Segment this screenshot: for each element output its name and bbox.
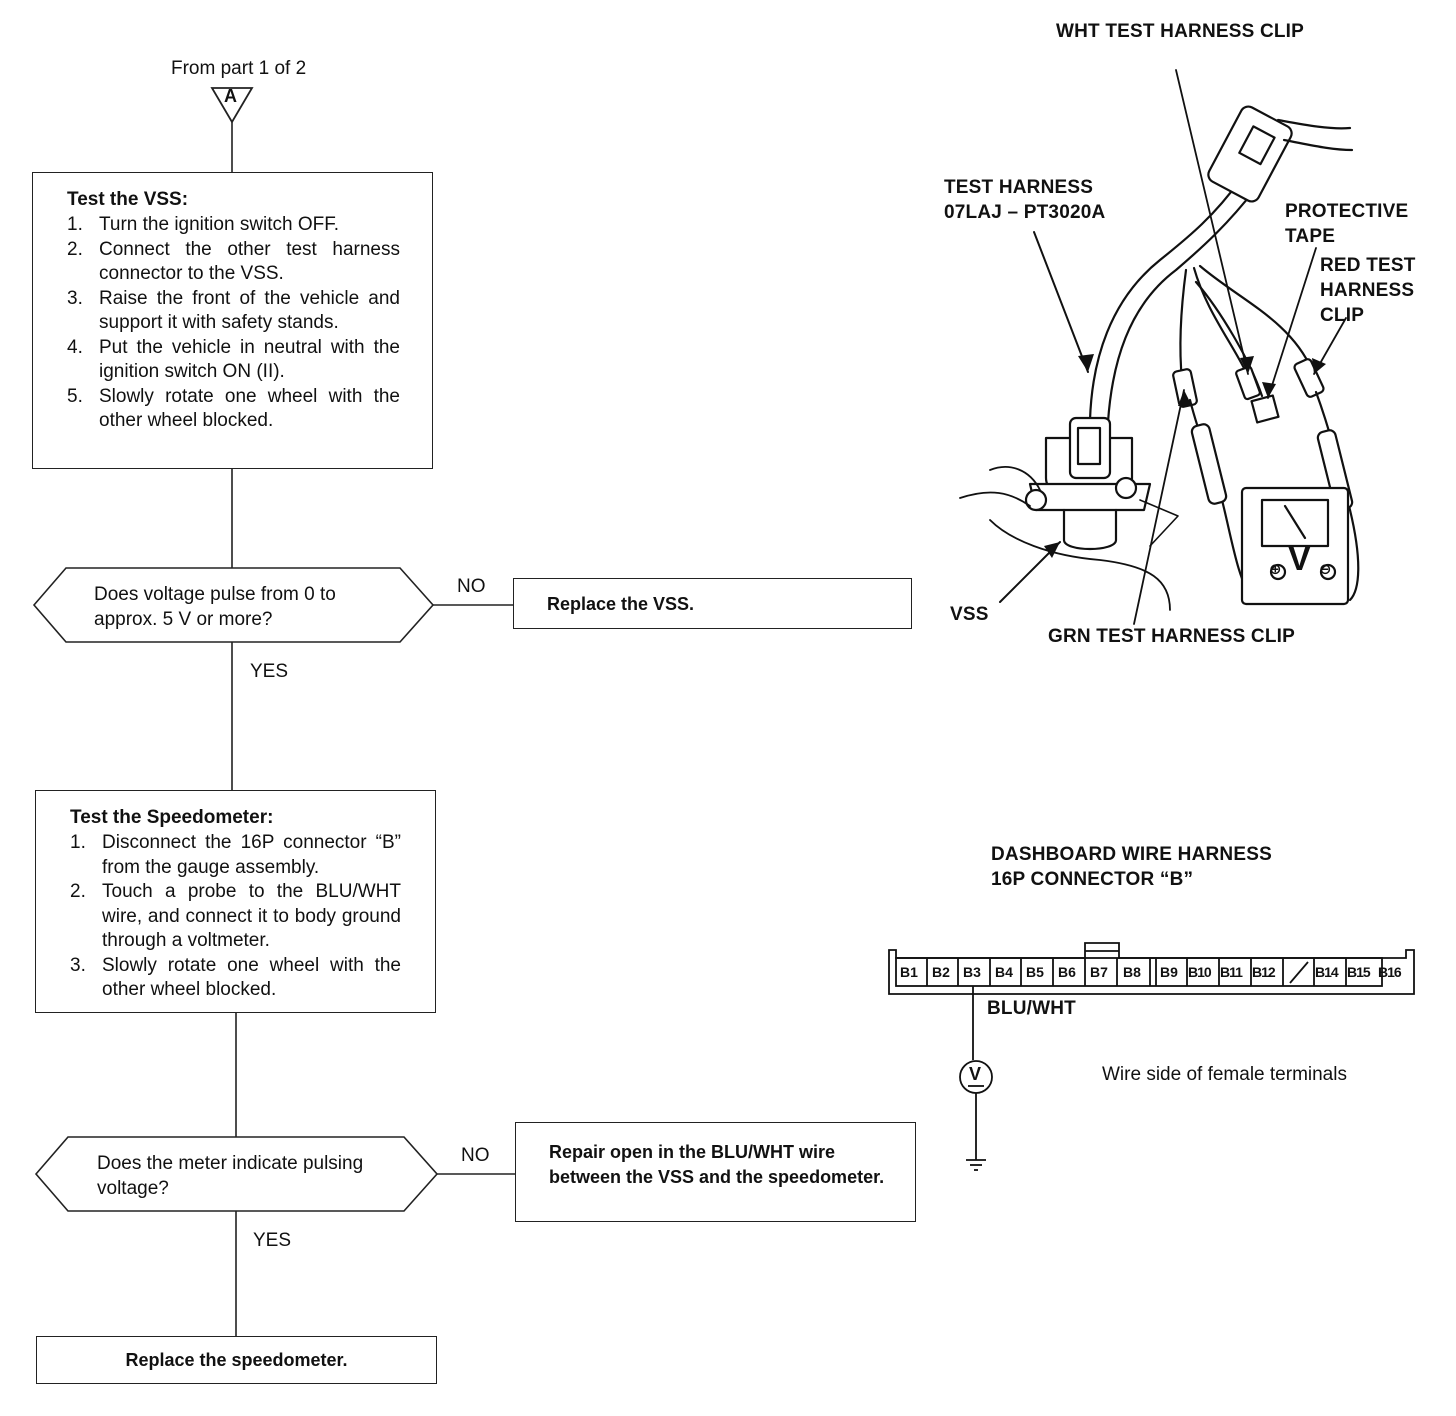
voltmeter-symbol: V — [1288, 540, 1311, 578]
test-vss-box: Test the VSS: 1.Turn the ignition switch… — [32, 172, 433, 469]
step-item: 1.Turn the ignition switch OFF. — [67, 214, 340, 235]
minus-terminal-icon: ⊖ — [1319, 561, 1332, 578]
start-label: From part 1 of 2 — [171, 58, 307, 79]
step-item: 5.Slowly rotate one wheel with the other… — [67, 385, 400, 432]
test-speedometer-box: Test the Speedometer: 1.Disconnect the 1… — [35, 790, 436, 1013]
decision1-question: Does voltage pulse from 0 to approx. 5 V… — [94, 584, 336, 630]
test-speedometer-steps: 1.Disconnect the 16P connector “B” from … — [70, 831, 401, 1003]
plus-terminal-icon: ⊕ — [1269, 561, 1282, 578]
step-item: 3.Slowly rotate one wheel with the other… — [70, 954, 401, 1001]
step-item: 4.Put the vehicle in neutral with the ig… — [67, 336, 400, 383]
step-item: 3.Raise the front of the vehicle and sup… — [67, 287, 400, 334]
voltmeter-v-symbol: V — [969, 1064, 982, 1084]
grn-wire — [1179, 268, 1188, 382]
terminal-row — [895, 957, 1383, 987]
terminal-b9: B9 — [1160, 964, 1178, 980]
decision1-yes-label: YES — [250, 661, 289, 682]
terminal-b8: B8 — [1123, 964, 1141, 980]
terminal-b4: B4 — [995, 964, 1013, 980]
decision2-no-label: NO — [461, 1145, 490, 1166]
terminal-b11: B11 — [1220, 964, 1243, 980]
vss-label: VSS — [950, 604, 989, 625]
replace-vss-box: Replace the VSS. — [513, 578, 912, 629]
terminal-b16: B16 — [1378, 964, 1402, 980]
wire-side-note: Wire side of female terminals — [1102, 1064, 1347, 1085]
terminal-b15: B15 — [1347, 964, 1371, 980]
decision1-no-label: NO — [457, 576, 486, 597]
repair-open-box: Repair open in the BLU/WHT wire between … — [515, 1122, 916, 1222]
harness-cable — [1088, 178, 1242, 422]
terminal-b10: B10 — [1188, 964, 1212, 980]
grn-clip-label: GRN TEST HARNESS CLIP — [1048, 626, 1295, 647]
terminal-b7: B7 — [1090, 964, 1108, 980]
repair-open-text: Repair open in the BLU/WHT wire between … — [549, 1142, 885, 1187]
test-harness-label: TEST HARNESS 07LAJ – PT3020A — [944, 177, 1106, 223]
terminal-b12: B12 — [1252, 964, 1276, 980]
terminal-b2: B2 — [932, 964, 950, 980]
wht-wire — [1192, 266, 1248, 374]
terminal-b6: B6 — [1058, 964, 1076, 980]
test-vss-title: Test the VSS: — [67, 189, 189, 210]
replace-speedometer-box: Replace the speedometer. — [36, 1336, 437, 1384]
terminal-b1: B1 — [900, 964, 918, 980]
test-vss-steps: 1.Turn the ignition switch OFF. 2.Connec… — [67, 213, 400, 434]
step-item: 2.Touch a probe to the BLU/WHT wire, and… — [70, 881, 401, 951]
terminal-b5: B5 — [1026, 964, 1044, 980]
red-clip-label: RED TEST HARNESS CLIP — [1320, 255, 1416, 326]
test-speedometer-title: Test the Speedometer: — [70, 807, 274, 828]
decision2-yes-label: YES — [253, 1230, 292, 1251]
offpage-connector-triangle — [210, 87, 254, 124]
harness-connector — [1207, 105, 1293, 203]
terminal-b3: B3 — [963, 964, 981, 980]
step-item: 2.Connect the other test harness connect… — [67, 238, 400, 285]
connector-letter: A — [224, 86, 237, 106]
terminal-b14: B14 — [1315, 964, 1339, 980]
blu-wht-label: BLU/WHT — [987, 998, 1076, 1019]
red-wire — [1198, 264, 1314, 372]
protective-tape-label: PROTECTIVE TAPE — [1285, 201, 1409, 247]
wht-clip-label: WHT TEST HARNESS CLIP — [1056, 21, 1305, 42]
replace-speedometer-text: Replace the speedometer. — [125, 1350, 348, 1370]
replace-vss-text: Replace the VSS. — [547, 594, 695, 614]
terminal-labels: B1 B2 B3 B4 B5 B6 B7 B8 B9 B10 B11 B12 B… — [896, 964, 1402, 984]
step-item: 1.Disconnect the 16P connector “B” from … — [70, 832, 401, 878]
connector-title: DASHBOARD WIRE HARNESS 16P CONNECTOR “B” — [991, 844, 1272, 890]
protective-tape-shape — [1250, 394, 1280, 424]
decision2-question: Does the meter indicate pulsing voltage? — [97, 1153, 364, 1199]
